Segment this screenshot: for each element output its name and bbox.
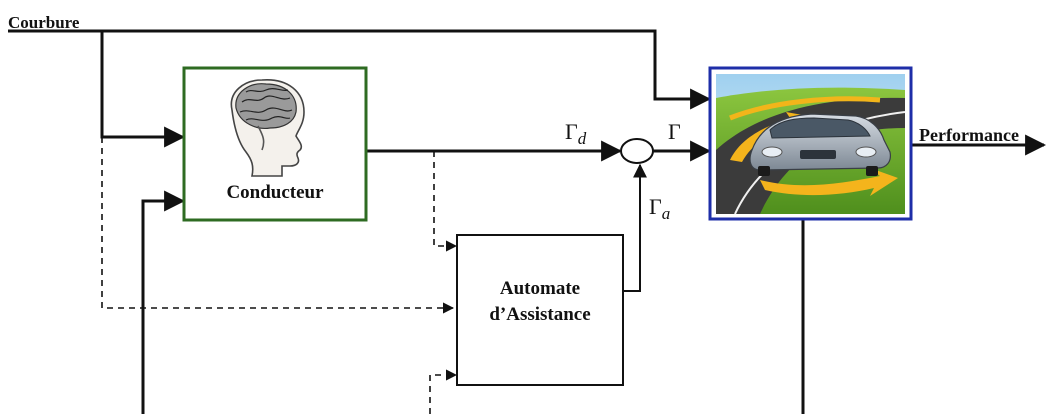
assistance-label-line2: d’Assistance — [489, 304, 590, 325]
assistance-label-line1: Automate — [500, 278, 580, 299]
performance-label: Performance — [919, 125, 1019, 146]
car-on-road-image — [716, 74, 905, 214]
courbure-to-driver-arrow — [102, 31, 183, 137]
courbure-label: Courbure — [8, 13, 79, 33]
gamma-a-symbol: Γa — [649, 196, 670, 225]
driver-to-assistance-dashed-arrow — [434, 151, 456, 246]
feedback-to-assistance-dashed-arrow — [430, 375, 456, 414]
gamma-symbol: Γ — [668, 121, 681, 143]
gamma-a-arrow — [624, 165, 640, 291]
gamma-d-symbol: Γd — [565, 121, 586, 150]
summing-junction — [621, 139, 653, 163]
driver-label: Conducteur — [226, 182, 324, 203]
